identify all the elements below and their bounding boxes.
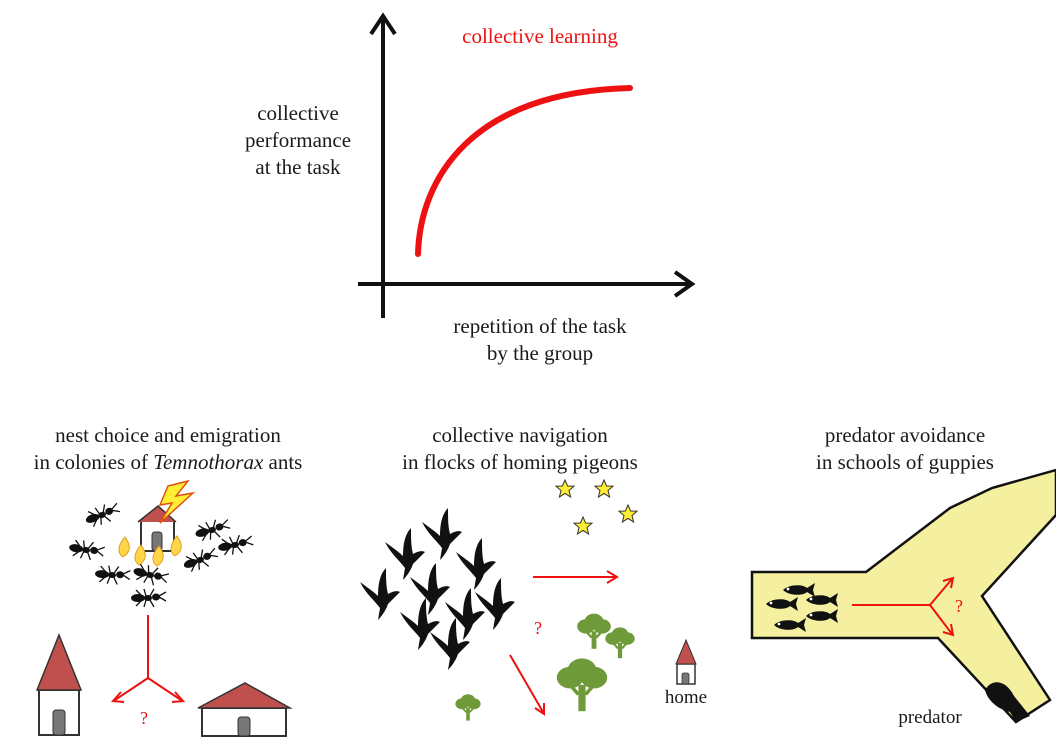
y-axis-arrowhead xyxy=(369,12,397,36)
home-roof xyxy=(675,638,697,665)
y-axis-label-line: performance xyxy=(244,128,352,152)
y-axis-label: collective performance at the task xyxy=(228,100,368,181)
tree-icon xyxy=(454,693,482,722)
y-axis-label-line: collective xyxy=(257,101,339,125)
ant-icon xyxy=(93,563,132,587)
pigeons-title-line: in flocks of homing pigeons xyxy=(402,450,638,474)
x-axis-label-line: repetition of the task xyxy=(453,314,627,338)
pigeon-icon xyxy=(456,538,496,590)
tree-icon xyxy=(576,612,612,650)
star-icon xyxy=(594,479,614,498)
graph xyxy=(358,12,696,318)
pigeon-icon xyxy=(360,568,400,620)
ants-panel-title: nest choice and emigration in colonies o… xyxy=(0,422,336,476)
predator-fish-icon xyxy=(985,682,1030,722)
y-maze-channel xyxy=(750,468,1056,724)
guppy-escape-arrows xyxy=(852,576,955,637)
nest-option-wide-door xyxy=(237,716,251,737)
tree-icon xyxy=(604,626,636,660)
pigeons-question-mark: ? xyxy=(534,618,542,638)
nest-option-tall-roof xyxy=(35,632,83,691)
ants-decision-arrows xyxy=(110,615,186,703)
pigeons-panel xyxy=(360,479,697,722)
learning-curve xyxy=(415,85,633,257)
predator-label: predator xyxy=(898,707,962,728)
pigeon-direction-arrows xyxy=(509,570,619,716)
ant-icon xyxy=(67,537,106,563)
ant-icon xyxy=(192,515,233,544)
pigeons-panel-title: collective navigation in flocks of homin… xyxy=(360,422,680,476)
star-icon xyxy=(618,504,638,523)
x-axis-arrowhead xyxy=(673,270,696,298)
pigeons-title-line: collective navigation xyxy=(432,423,608,447)
ant-icon xyxy=(216,532,255,558)
ant-icon xyxy=(130,588,167,608)
ants-title-line: nest choice and emigration xyxy=(55,423,281,447)
curve-label: collective learning xyxy=(462,24,618,48)
guppies-panel xyxy=(750,468,1056,724)
guppies-title-line: in schools of guppies xyxy=(816,450,994,474)
star-icon xyxy=(555,479,575,498)
pigeon-icon xyxy=(422,508,462,560)
guppies-question-mark: ? xyxy=(955,596,963,616)
ants-title-line: in colonies of Temnothorax ants xyxy=(33,450,303,474)
nest-option-tall-door xyxy=(52,709,66,736)
fire-icon xyxy=(118,535,182,567)
x-axis-label-line: by the group xyxy=(486,341,594,365)
x-axis-label: repetition of the task by the group xyxy=(415,313,665,367)
genus-name: Temnothorax xyxy=(153,450,264,474)
y-axis-label-line: at the task xyxy=(255,155,341,179)
pigeon-icon xyxy=(475,578,515,630)
ant-icon xyxy=(180,544,221,575)
lightning-icon xyxy=(158,479,196,524)
tree-icon xyxy=(554,656,610,714)
home-door xyxy=(681,672,690,685)
guppies-panel-title: predator avoidance in schools of guppies xyxy=(780,422,1030,476)
ants-panel xyxy=(35,479,293,737)
star-icon xyxy=(573,516,593,535)
nest-option-wide-roof xyxy=(197,682,293,709)
pigeon-icon xyxy=(410,563,450,615)
pigeon-icon xyxy=(385,528,425,580)
ants-question-mark: ? xyxy=(140,708,148,728)
guppies-title-line: predator avoidance xyxy=(824,423,986,447)
ant-icon xyxy=(82,499,123,530)
ant-icon xyxy=(130,561,171,590)
home-label: home xyxy=(664,687,708,708)
